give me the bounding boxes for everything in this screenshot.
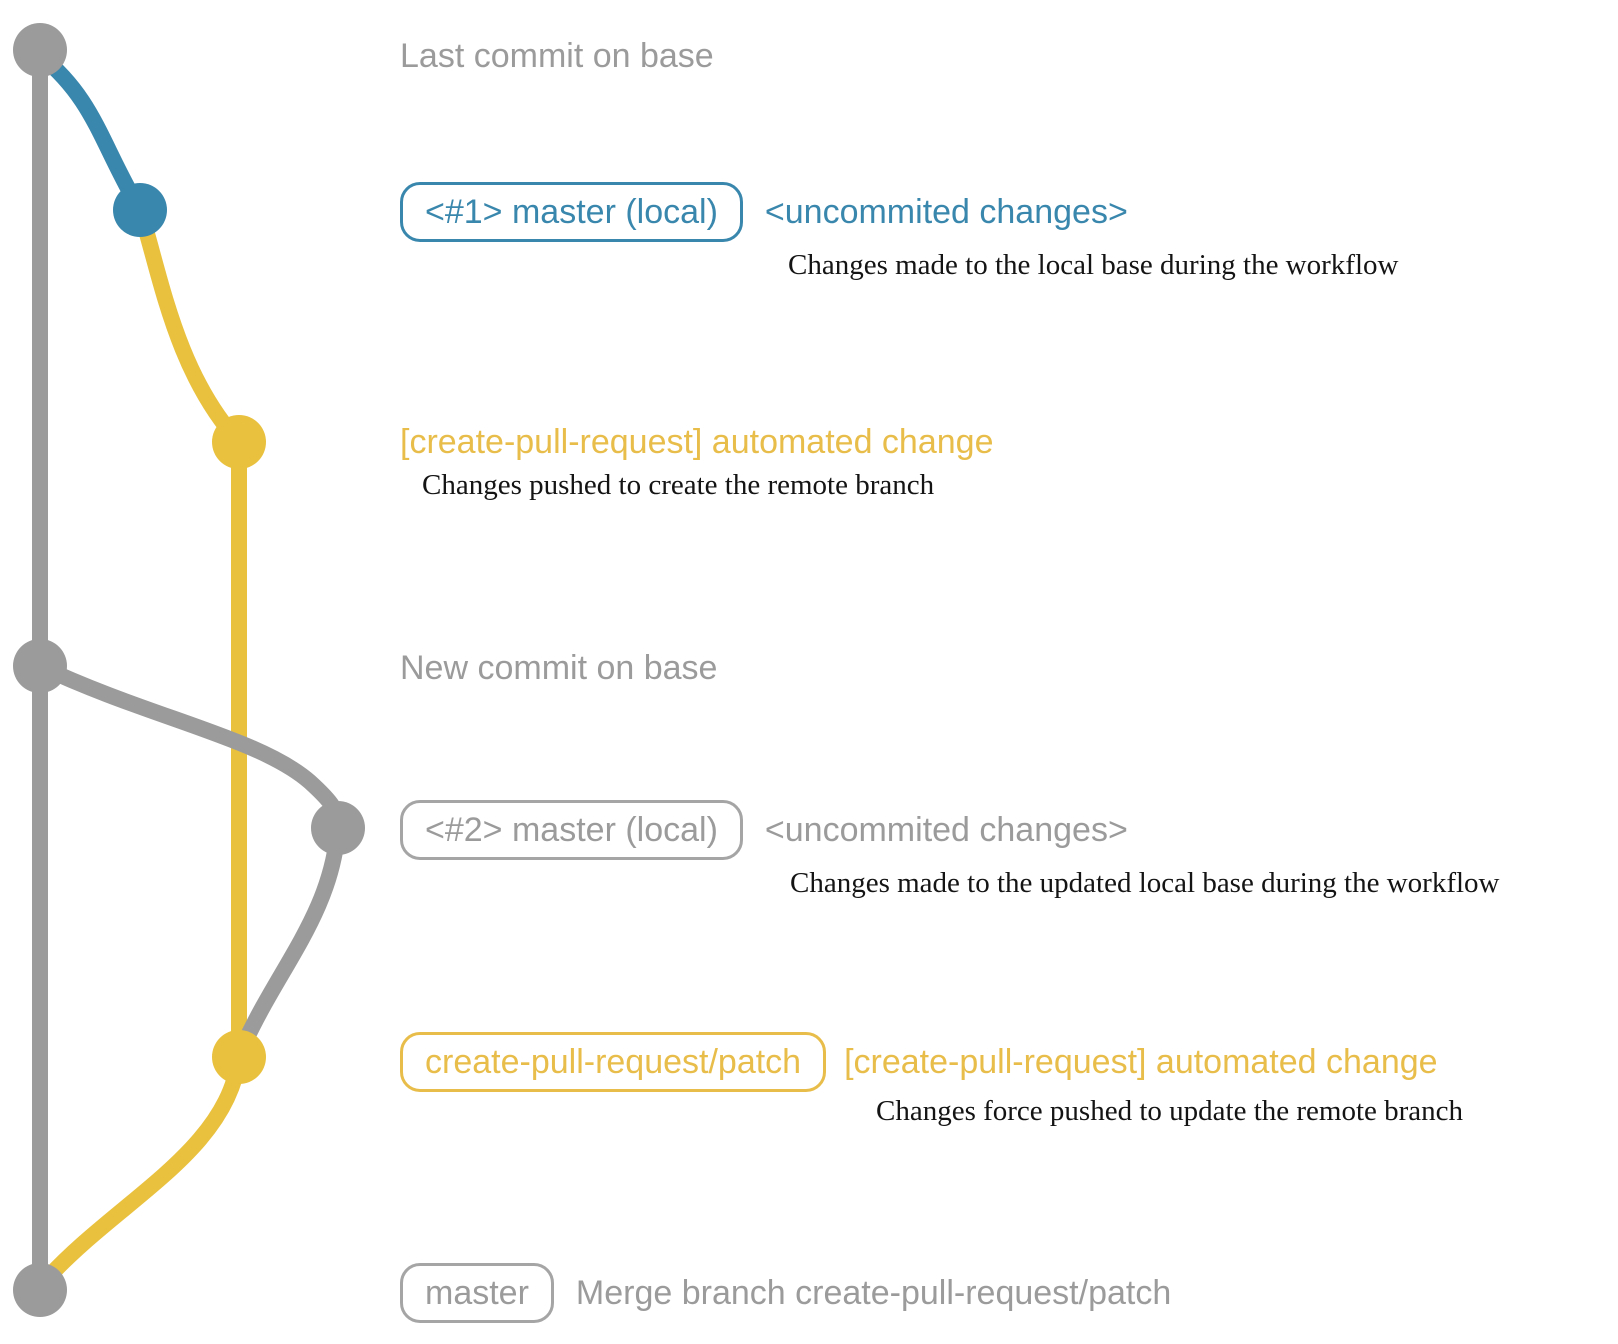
new-commit-label: New commit on base <box>400 649 718 687</box>
merge-commit-label: Merge branch create-pull-request/patch <box>575 1274 1172 1312</box>
local-branch-1-curve <box>32 47 148 218</box>
merge-commit-node <box>13 1263 67 1317</box>
annotation-local-commit-2: <#2> master (local) <uncommited changes>… <box>400 800 1500 900</box>
remote-merge-curve <box>36 1049 247 1290</box>
branch-badge-master-local-1: <#1> master (local) <box>400 182 743 242</box>
annotation-merge-commit: master Merge branch create-pull-request/… <box>400 1263 1171 1323</box>
last-commit-label: Last commit on base <box>400 37 714 75</box>
local-commit-1-node <box>113 183 167 237</box>
local-commit-2-description: Changes made to the updated local base d… <box>790 867 1500 899</box>
annotation-remote-commit-1: [create-pull-request] automated change C… <box>400 422 993 502</box>
annotation-last-commit: Last commit on base <box>400 36 714 76</box>
uncommited-changes-note-2: <uncommited changes> <box>764 811 1128 849</box>
branch-badge-master: master <box>400 1263 554 1323</box>
automated-change-label-1: [create-pull-request] automated change <box>400 423 994 461</box>
last-commit-node <box>13 23 67 77</box>
remote-branch-curve-1 <box>132 202 247 450</box>
local-branch-2-curve <box>32 658 346 836</box>
remote-commit-2-node <box>212 1030 266 1084</box>
remote-commit-1-node <box>212 415 266 469</box>
annotation-local-commit-1: <#1> master (local) <uncommited changes>… <box>400 182 1398 282</box>
local-commit-2-node <box>311 801 365 855</box>
annotation-new-commit: New commit on base <box>400 648 717 688</box>
local-commit-1-description: Changes made to the local base during th… <box>788 249 1399 281</box>
new-base-commit-node <box>13 639 67 693</box>
branch-badge-create-pull-request-patch: create-pull-request/patch <box>400 1032 827 1092</box>
uncommited-changes-note-1: <uncommited changes> <box>764 193 1128 231</box>
remote-commit-1-description: Changes pushed to create the remote bran… <box>422 469 935 501</box>
remote-commit-2-description: Changes force pushed to update the remot… <box>876 1095 1464 1127</box>
local-branch-2-merge-curve <box>237 820 346 1050</box>
automated-change-label-2: [create-pull-request] automated change <box>844 1043 1438 1081</box>
annotation-remote-commit-2: create-pull-request/patch [create-pull-r… <box>400 1032 1463 1128</box>
branch-badge-master-local-2: <#2> master (local) <box>400 800 743 860</box>
